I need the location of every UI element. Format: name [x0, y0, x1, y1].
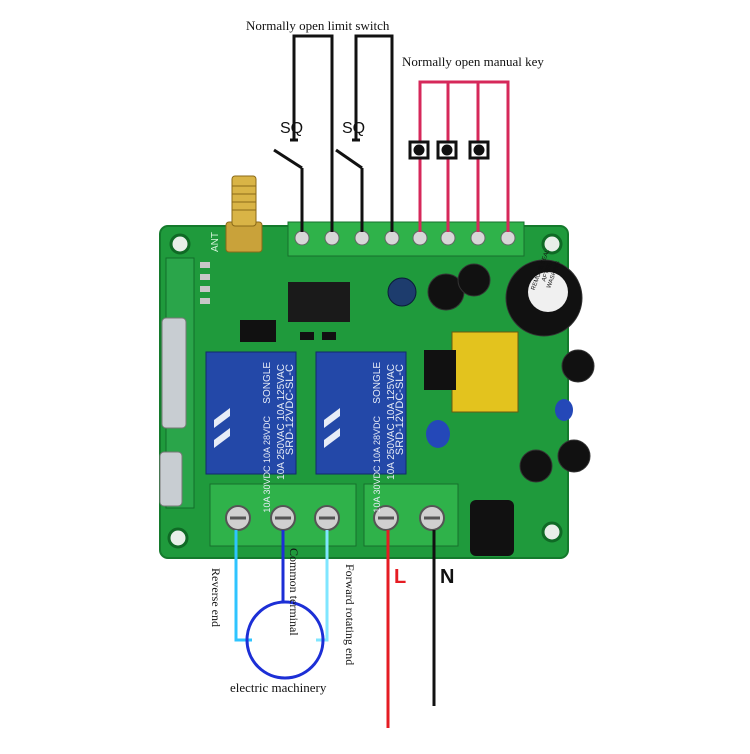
capacitor [457, 263, 491, 297]
sq-label-2: SQ [342, 120, 366, 137]
manual-key-buttons [408, 140, 490, 160]
live-label: L [394, 566, 407, 588]
common-terminal-label: Common terminal [287, 548, 301, 636]
relay-2-brand: SONGLE [372, 362, 383, 404]
power-transformer-core [424, 350, 456, 390]
header-pins [200, 262, 210, 304]
mount-hole [169, 233, 191, 255]
smd-part [300, 332, 314, 340]
forward-end-label: Forward rotating end [343, 564, 357, 666]
forward-wire [316, 530, 329, 642]
antenna-label: ANT [210, 232, 221, 252]
buzzer-label-disc [528, 272, 568, 312]
relay-1-body [205, 351, 297, 475]
relay-1-model: SRD-12VDC-SL-C [284, 364, 296, 456]
blue-capacitor [555, 399, 573, 421]
relay-logo [214, 408, 340, 448]
antenna-connector [225, 175, 263, 253]
manual-key-label: Normally open manual key [402, 54, 544, 69]
dc-jack [470, 500, 514, 556]
sq-label-1: SQ [280, 120, 304, 137]
reverse-end-label: Reverse end [209, 568, 223, 627]
capacitor [519, 449, 553, 483]
relay-1-rating-2: 10A 30VDC 10A 28VDC [262, 416, 272, 513]
smd-part [322, 332, 336, 340]
capacitor [557, 439, 591, 473]
mount-hole [541, 521, 563, 543]
crystal-component [159, 451, 183, 507]
top-terminal-screws [294, 230, 516, 246]
crystal-component [161, 317, 187, 429]
limit-switch-2 [335, 34, 394, 232]
top-terminal-block [287, 221, 525, 257]
mount-hole [167, 527, 189, 549]
capacitor [561, 349, 595, 383]
limit-switch-label: Normally open limit switch [246, 18, 390, 33]
relay-1-brand: SONGLE [262, 362, 273, 404]
mount-hole [541, 233, 563, 255]
neutral-label: N [440, 566, 455, 588]
electric-motor [245, 600, 325, 680]
manual-key-wires [418, 80, 510, 232]
jumper-block [240, 320, 276, 342]
relay-2-model: SRD-12VDC-SL-C [394, 364, 406, 456]
relay-2-rating-2: 10A 30VDC 10A 28VDC [372, 416, 382, 513]
limit-switch-1 [273, 34, 334, 232]
blue-capacitor [426, 420, 450, 448]
machine-label: electric machinery [230, 680, 327, 695]
capacitor [387, 277, 417, 307]
power-transformer [451, 331, 519, 413]
ic-chip [288, 282, 350, 322]
relay-2-body [315, 351, 407, 475]
